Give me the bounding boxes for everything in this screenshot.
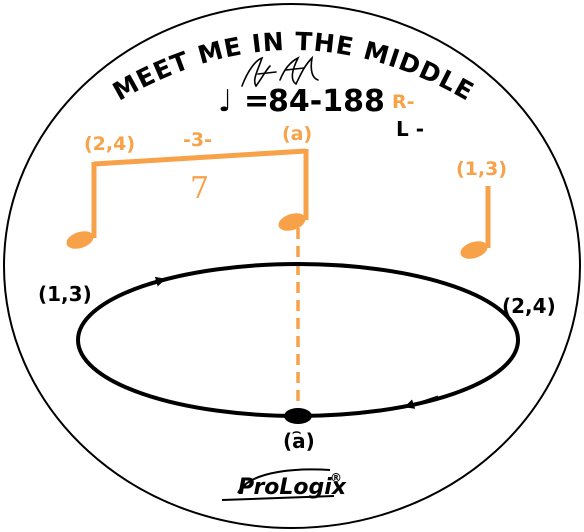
accent-a-label: (a) [282,123,312,145]
note-head-far-right [460,241,488,259]
signature [241,55,319,88]
bottom-accent-mark: ⌢ [292,424,301,440]
right-group-label: (1,3) [456,158,507,180]
triplet-marker: -3- [183,129,212,151]
circle-bottom-label: (a) [283,429,315,453]
hand-right-label: R- [392,91,415,113]
tempo-marking: ♩ = 84-188 [218,84,385,119]
logo-underline [221,495,335,501]
logo-swoosh [237,468,331,494]
tempo-equals: = [244,84,269,119]
arrow-top-icon [133,276,166,289]
registered-mark: ® [330,471,342,485]
notation-figure: (2,4) -3- (a) 7 (1,3) [66,123,507,259]
hand-left-label: L - [396,117,424,141]
quarter-note-icon: ♩ [218,84,232,119]
note-head-right [278,213,306,231]
tempo-range: 84-188 [268,84,385,119]
arrow-bottom-icon [404,395,439,409]
impact-point [284,408,312,424]
note-beam [93,148,307,167]
prologix-logo: ProLogix ® [221,468,347,501]
seven-marking: 7 [190,171,209,206]
note-head-left [66,231,94,249]
logo-text: ProLogix [238,475,347,500]
triplet-left-label: (2,4) [84,133,135,155]
circle-left-label: (1,3) [38,282,92,306]
circle-right-label: (2,4) [502,294,556,318]
